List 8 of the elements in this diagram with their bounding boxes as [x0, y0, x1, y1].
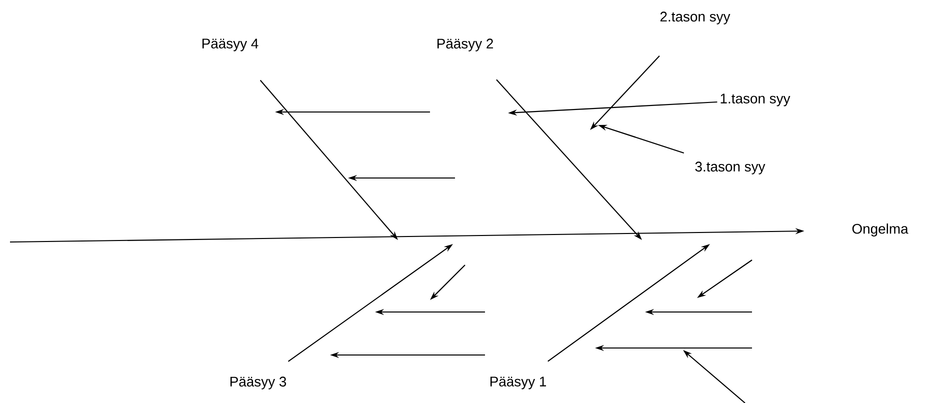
- cause-label: Ongelma: [852, 224, 908, 236]
- cause-label: Pääsyy 1: [490, 376, 546, 390]
- cause-label: Pääsyy 4: [202, 38, 258, 52]
- cause-label: 3.tason syy: [695, 162, 766, 174]
- cause-label: Pääsyy 3: [230, 376, 286, 390]
- cause-label: 1.tason syy: [720, 94, 790, 106]
- cause-label: 2.tason syy: [660, 12, 730, 24]
- cause-label: Pääsyy 2: [437, 38, 493, 52]
